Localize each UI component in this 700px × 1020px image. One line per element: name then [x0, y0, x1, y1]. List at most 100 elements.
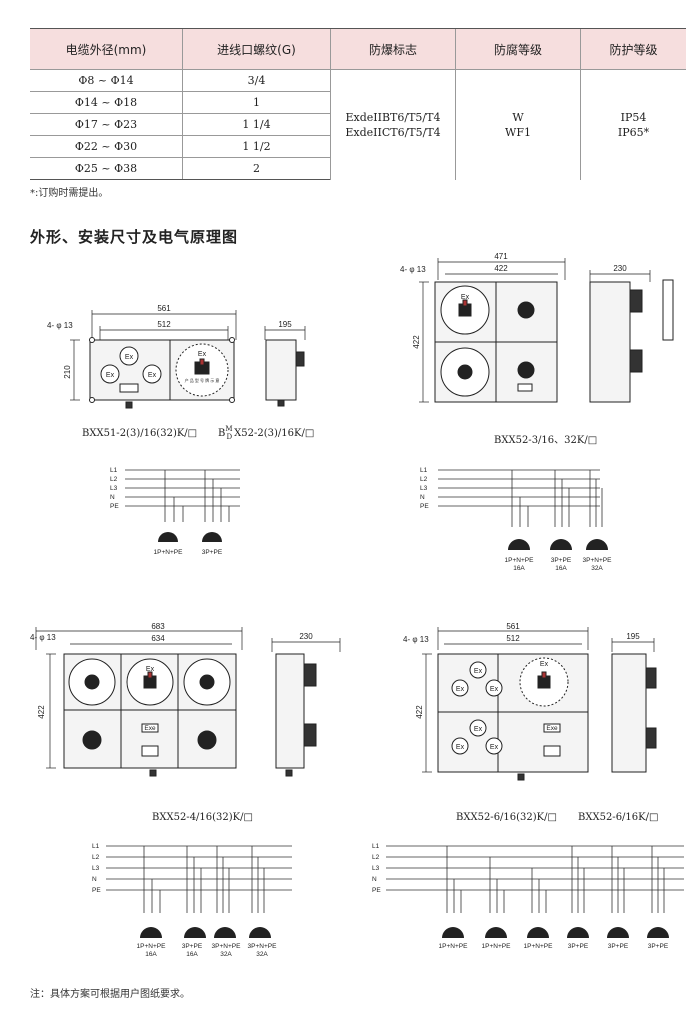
caption-bxx52-6-a: BXX52-6/16(32)K/□ [456, 812, 557, 823]
line-label: PE [92, 887, 101, 894]
line-label: L3 [420, 485, 428, 492]
line-label: N [110, 494, 115, 501]
cell-diameter: Φ17 ~ Φ23 [30, 113, 183, 136]
circuit-2: L1 L2 L3 N PE 1P+N+PE 16A 3P+PE 16A 3P+N… [420, 467, 613, 572]
dim-side: 195 [278, 320, 292, 329]
line-label: L3 [92, 865, 100, 872]
cell-diameter: Φ22 ~ Φ30 [30, 135, 183, 158]
cell-thread: 1 [182, 91, 331, 114]
col-protection: 防护等级 [580, 28, 686, 70]
line-label: PE [420, 503, 429, 510]
dim-width-inner: 512 [506, 634, 520, 643]
dim-height: 210 [63, 365, 72, 379]
order-footnote: *:订购时需提出。 [30, 188, 109, 199]
circuit-label: 16A [513, 565, 525, 572]
dim-height: 422 [37, 705, 46, 719]
line-label: L2 [372, 854, 380, 861]
dim-holes: 4- φ 13 [403, 635, 429, 644]
circuit-4: L1 L2 L3 N PE 1P+N+PE 1P+N+PE 1P+N+PE 3P… [372, 843, 684, 950]
table-header-row: 电缆外径(mm) 进线口螺纹(G) 防爆标志 防腐等级 防护等级 [30, 28, 686, 70]
drawing-bxx52-6: 561 512 4- φ 13 422 195 Ex Ex Ex Ex Ex E… [403, 622, 657, 781]
circuit-label: 3P+N+PE [583, 557, 613, 564]
ex-label: Ex [461, 294, 470, 301]
cell-diameter: Φ8 ~ Φ14 [30, 69, 183, 92]
col-cable-diameter: 电缆外径(mm) [30, 28, 183, 70]
line-label: PE [110, 503, 119, 510]
circuit-1: L1 L2 L3 N PE 1P+N+PE 3P+PE [110, 467, 240, 556]
dim-side: 195 [626, 632, 640, 641]
caption-bxx52-4: BXX52-4/16(32)K/□ [152, 812, 253, 823]
line-label: L2 [92, 854, 100, 861]
ex-label: Ex [474, 726, 483, 733]
cell-thread: 2 [182, 157, 331, 180]
dim-width-outer: 683 [151, 622, 165, 631]
plate-label: 产 品 型 号 牌 示 意 [185, 377, 220, 383]
circuit-3: L1 L2 L3 N PE 1P+N+PE 16A 3P+PE 16A 3P+N… [92, 843, 292, 958]
line-label: N [420, 494, 425, 501]
dim-height: 422 [415, 705, 424, 719]
drawing-bxx52-4: 683 634 4- φ 13 422 230 Ex Exe [30, 622, 341, 777]
dim-width-outer: 561 [506, 622, 520, 631]
dim-holes: 4- φ 13 [30, 633, 56, 642]
circuit-label: 1P+N+PE [439, 943, 469, 950]
circuit-label: 3P+PE [202, 549, 223, 556]
spec-table: 电缆外径(mm) 进线口螺纹(G) 防爆标志 防腐等级 防护等级 Φ8 ~ Φ1… [30, 28, 686, 180]
bottom-footnote: 注：具体方案可根据用户图纸要求。 [30, 989, 190, 1000]
line-label: L1 [92, 843, 100, 850]
cell-thread: 3/4 [182, 69, 331, 92]
line-label: L1 [110, 467, 118, 474]
circuit-label: 32A [256, 951, 268, 958]
circuit-label: 1P+N+PE [154, 549, 184, 556]
ex-label: Ex [456, 744, 465, 751]
circuit-label: 1P+N+PE [137, 943, 167, 950]
caption-bxx52-3: BXX52-3/16、32K/□ [494, 435, 598, 446]
line-label: N [372, 876, 377, 883]
col-corrosion: 防腐等级 [455, 28, 581, 70]
cell-thread: 1 1/2 [182, 135, 331, 158]
caption-bxx52-6-b: BXX52-6/16K/□ [578, 812, 659, 823]
circuit-label: 32A [220, 951, 232, 958]
drawing-bxx52-3: 471 422 4- φ 13 422 230 Ex [400, 252, 674, 403]
dim-holes: 4- φ 13 [400, 265, 426, 274]
line-label: L1 [420, 467, 428, 474]
line-label: L2 [110, 476, 118, 483]
circuit-label: 3P+PE [568, 943, 589, 950]
dim-width-outer: 561 [157, 304, 171, 313]
dim-width-outer: 471 [494, 252, 508, 261]
circuit-label: 3P+PE [608, 943, 629, 950]
cell-diameter: Φ25 ~ Φ38 [30, 157, 183, 180]
ex-label: Ex [490, 744, 499, 751]
circuit-label: 1P+N+PE [482, 943, 512, 950]
ex-label: Ex [456, 686, 465, 693]
exe-label: Exe [144, 725, 156, 732]
dim-side: 230 [299, 632, 313, 641]
circuit-label: 16A [555, 565, 567, 572]
circuit-label: 16A [145, 951, 157, 958]
ex-label: Ex [198, 351, 207, 358]
circuit-label: 3P+PE [648, 943, 669, 950]
line-label: L2 [420, 476, 428, 483]
ex-label: Ex [540, 661, 549, 668]
circuit-label: 3P+N+PE [212, 943, 242, 950]
line-label: L3 [110, 485, 118, 492]
dim-width-inner: 634 [151, 634, 165, 643]
dim-width-inner: 512 [157, 320, 171, 329]
circuit-label: 3P+N+PE [248, 943, 278, 950]
dim-side: 230 [613, 264, 627, 273]
circuit-label: 16A [186, 951, 198, 958]
exe-label: Exe [546, 725, 558, 732]
ex-label: Ex [106, 372, 115, 379]
ex-label: Ex [148, 372, 157, 379]
drawing-bxx51: 561 512 4- φ 13 210 Ex Ex Ex Ex 产 品 型 号 … [47, 304, 306, 409]
ex-label: Ex [146, 666, 155, 673]
circuit-label: 1P+N+PE [505, 557, 535, 564]
dim-width-inner: 422 [494, 264, 508, 273]
circuit-label: 3P+PE [182, 943, 203, 950]
